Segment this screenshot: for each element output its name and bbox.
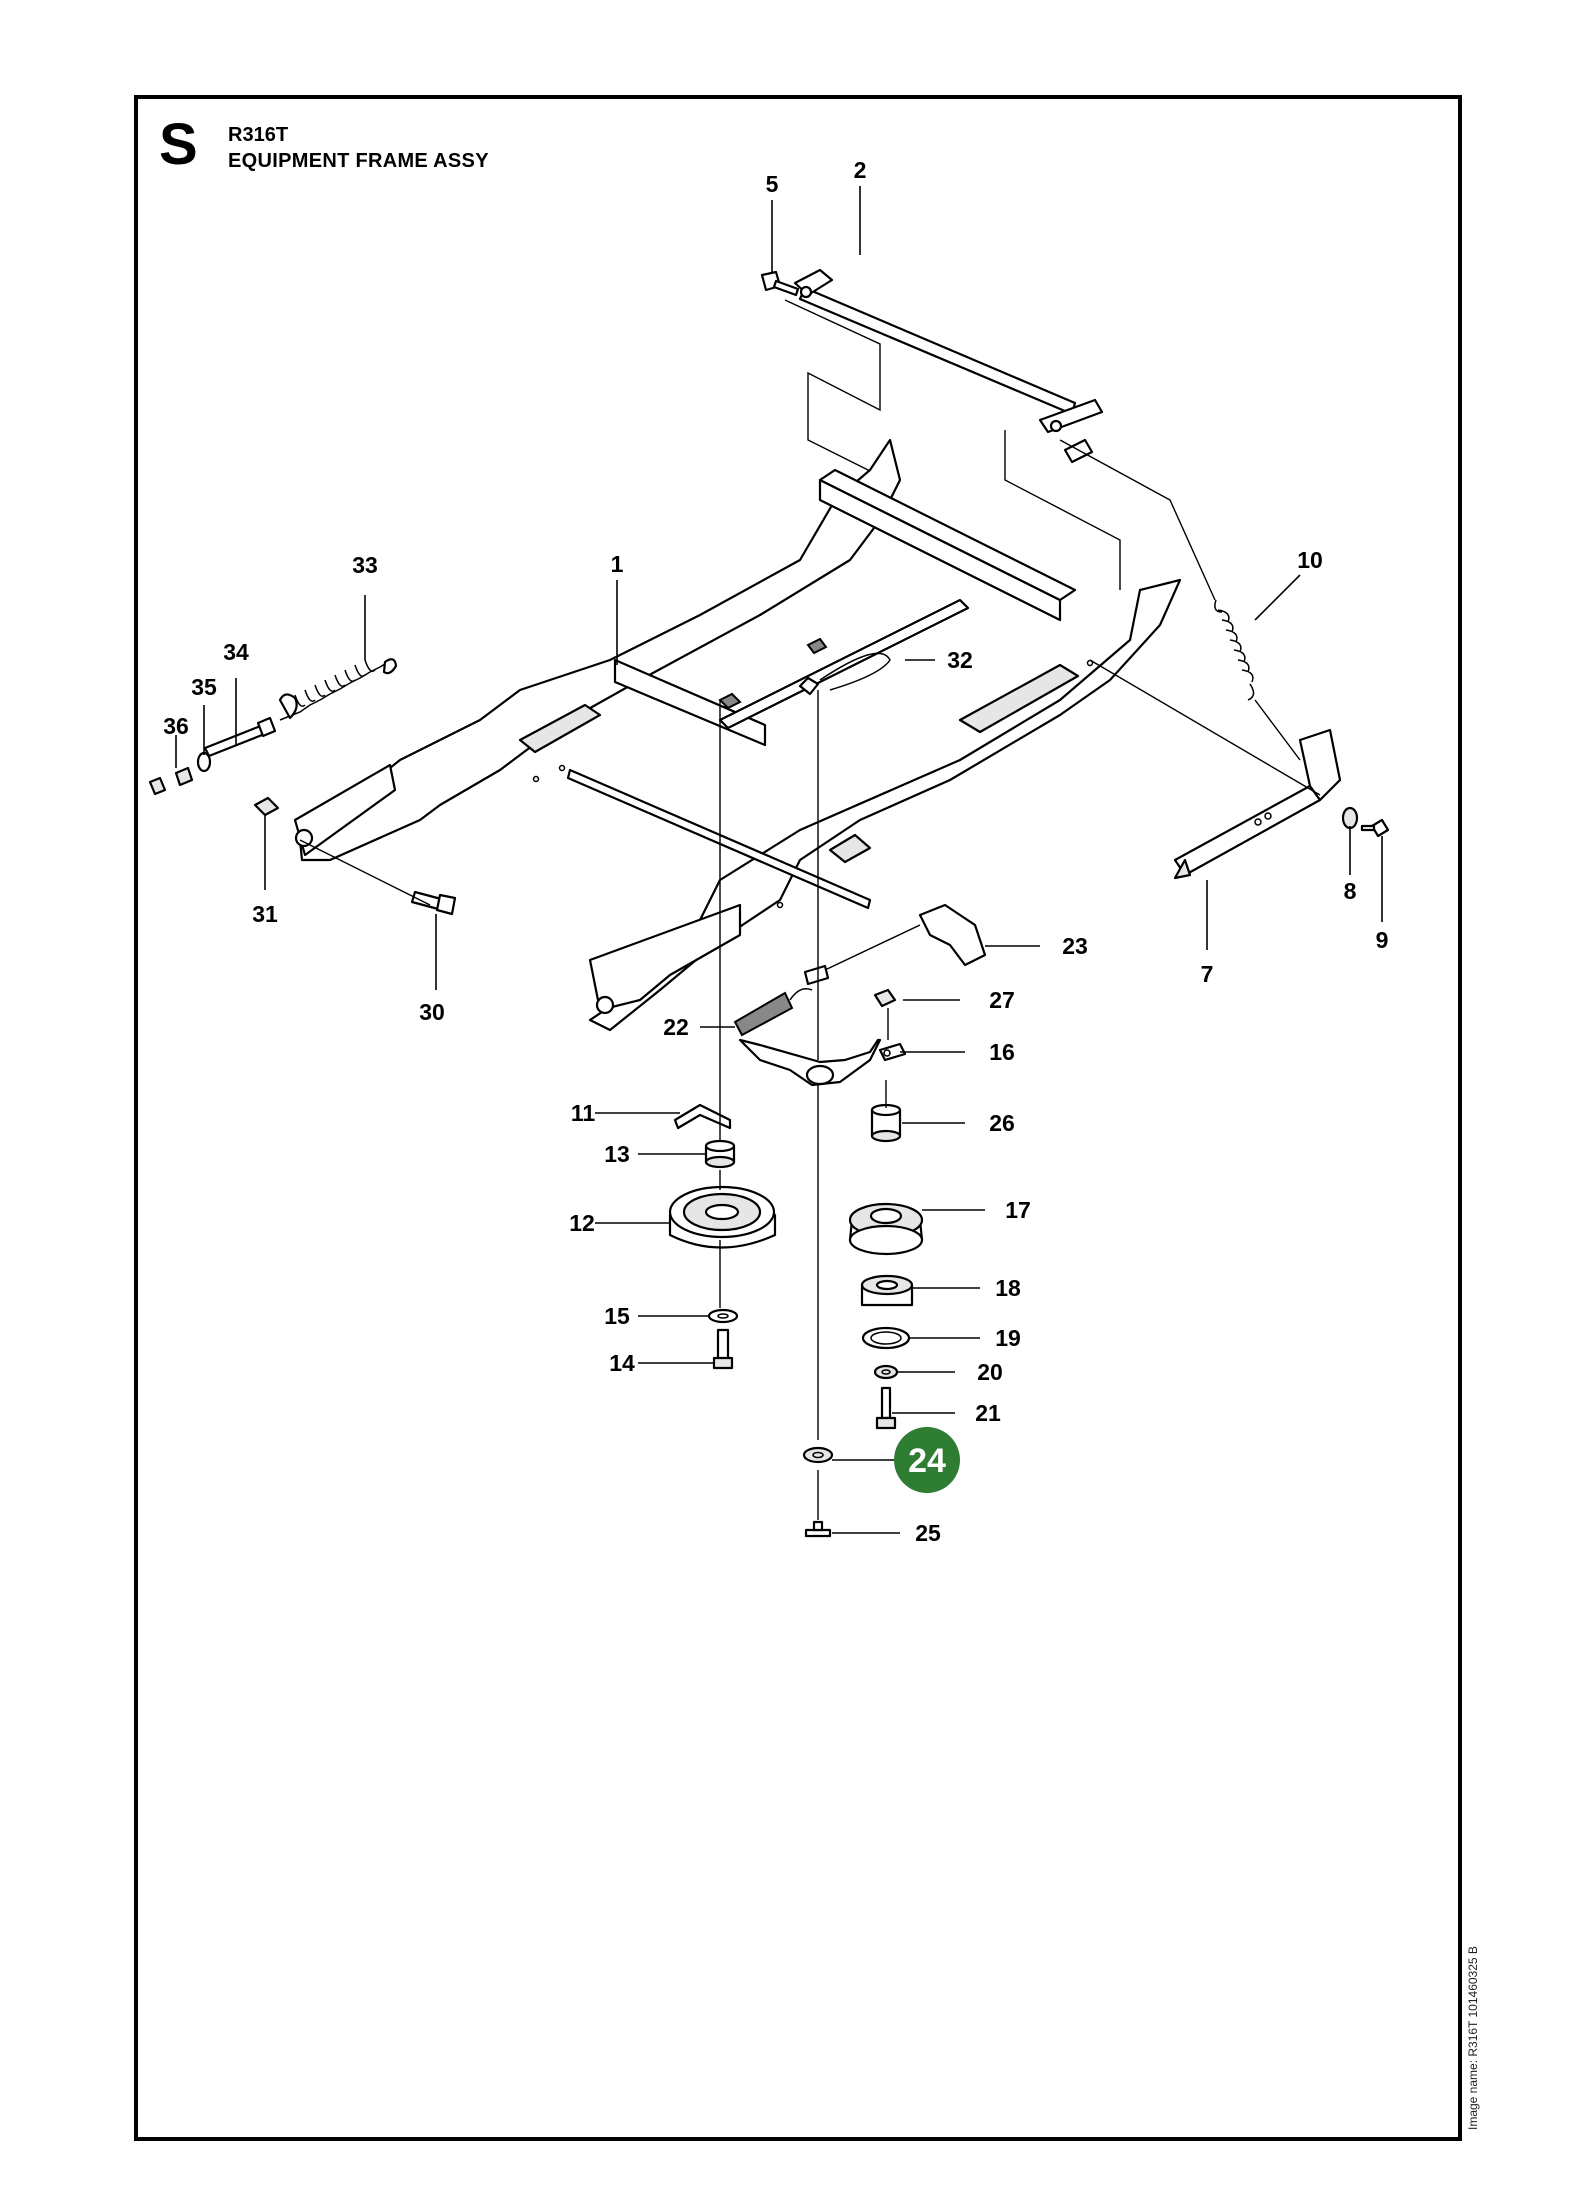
- callout-32: 32: [947, 647, 973, 673]
- callout-33: 33: [352, 552, 378, 578]
- part-20-washer[interactable]: [873, 1364, 899, 1380]
- part-13-spacer[interactable]: [704, 1139, 736, 1169]
- callout-11: 11: [571, 1100, 596, 1126]
- part-5-bolt[interactable]: [760, 270, 800, 297]
- callout-34: 34: [223, 639, 249, 665]
- callout-23: 23: [1062, 933, 1088, 959]
- diagram-border: [134, 95, 1462, 2141]
- callout-14: 14: [609, 1350, 635, 1376]
- diagram-title: EQUIPMENT FRAME ASSY: [228, 150, 489, 172]
- part-15-washer[interactable]: [707, 1308, 739, 1324]
- part-11-bracket[interactable]: [673, 1103, 732, 1130]
- part-19-circlip[interactable]: [861, 1326, 911, 1350]
- callout-25: 25: [915, 1520, 941, 1546]
- part-32-pin-clip[interactable]: [798, 652, 891, 696]
- callout-31: 31: [252, 901, 278, 927]
- part-18-bearing[interactable]: [860, 1274, 914, 1307]
- part-30-bolt[interactable]: [410, 890, 457, 916]
- part-8-washer[interactable]: [1341, 806, 1359, 830]
- assembly-guide: [299, 839, 431, 906]
- callout-24: 24: [908, 1442, 946, 1480]
- callout-labels: 5 2 1 33 34 35 36 31 30 10 7 8 9 32 23 2…: [163, 157, 1388, 1546]
- callout-36: 36: [163, 713, 189, 739]
- part-33-spring[interactable]: [278, 658, 398, 721]
- part-14-bolt[interactable]: [712, 1328, 734, 1370]
- callout-12: 12: [569, 1210, 595, 1236]
- callout-10: 10: [1297, 547, 1323, 573]
- part-26-spacer[interactable]: [870, 1103, 902, 1143]
- part-27-nut[interactable]: [873, 988, 897, 1008]
- part-9-screw[interactable]: [1360, 818, 1390, 838]
- part-22-spring[interactable]: [733, 988, 813, 1037]
- callout-2: 2: [854, 157, 867, 183]
- callout-30: 30: [419, 999, 445, 1025]
- assembly-guide: [1254, 699, 1301, 761]
- part-12-pulley[interactable]: [668, 1185, 777, 1249]
- part-1-equipment-frame[interactable]: [293, 438, 1182, 1032]
- section-letter: S: [159, 112, 198, 177]
- part-35-washer[interactable]: [196, 751, 212, 773]
- part-2-lift-rod[interactable]: [793, 268, 1104, 434]
- callout-9: 9: [1376, 927, 1389, 953]
- part-25-screw[interactable]: [804, 1520, 832, 1538]
- callout-19: 19: [995, 1325, 1021, 1351]
- callout-leaders: [175, 186, 1383, 1534]
- callout-17: 17: [1005, 1197, 1031, 1223]
- callout-15: 15: [604, 1303, 630, 1329]
- part-21-bolt[interactable]: [875, 1386, 897, 1430]
- callout-27: 27: [989, 987, 1015, 1013]
- assembly-guide: [784, 299, 881, 477]
- callout-8: 8: [1344, 878, 1357, 904]
- assembly-guide: [1004, 430, 1121, 590]
- callout-16: 16: [989, 1039, 1015, 1065]
- callout-21: 21: [975, 1400, 1001, 1426]
- part-bolt-right: [1063, 438, 1094, 464]
- model-name: R316T: [228, 124, 289, 146]
- callout-35: 35: [191, 674, 217, 700]
- part-16-bracket[interactable]: [738, 1038, 907, 1087]
- callout-7: 7: [1201, 961, 1214, 987]
- part-31-nut[interactable]: [253, 796, 280, 817]
- callout-18: 18: [995, 1275, 1021, 1301]
- part-23-handle-cable[interactable]: [803, 903, 987, 986]
- callout-13: 13: [604, 1141, 630, 1167]
- callout-26: 26: [989, 1110, 1015, 1136]
- part-24-washer[interactable]: [802, 1446, 834, 1464]
- part-10-spring[interactable]: [1214, 599, 1255, 701]
- part-17-pulley[interactable]: [848, 1202, 924, 1256]
- callout-20: 20: [977, 1359, 1003, 1385]
- assembly-guide: [1059, 439, 1216, 601]
- part-7-lever-arm[interactable]: [1173, 728, 1342, 880]
- highlight-badge: [894, 1427, 960, 1493]
- part-34-bolt[interactable]: [203, 716, 277, 758]
- callout-1: 1: [611, 551, 624, 577]
- part-36-nut[interactable]: [148, 766, 194, 796]
- callout-22: 22: [663, 1014, 689, 1040]
- callout-5: 5: [766, 171, 779, 197]
- callout-24-highlight[interactable]: 24: [894, 1427, 960, 1493]
- assembly-guide: [1089, 659, 1321, 796]
